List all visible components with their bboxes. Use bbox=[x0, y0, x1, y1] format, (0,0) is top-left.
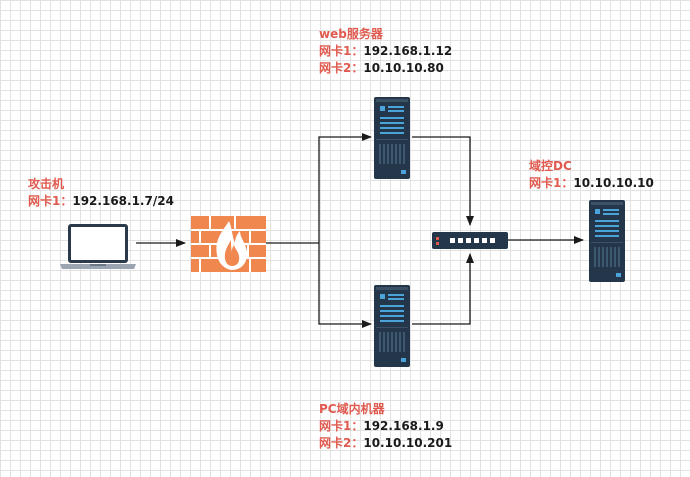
pc-server-nic1-label: 网卡1： bbox=[319, 419, 364, 433]
web-server-nic1-value: 192.168.1.12 bbox=[363, 44, 453, 58]
pc-server-title: PC域内机器 bbox=[319, 402, 385, 416]
pc-server-label: PC域内机器 网卡1：192.168.1.9 网卡2：10.10.10.201 bbox=[319, 401, 452, 452]
dc-server-icon bbox=[589, 200, 625, 282]
attacker-label: 攻击机 网卡1：192.168.1.7/24 bbox=[28, 176, 174, 210]
dc-label: 域控DC 网卡1：10.10.10.10 bbox=[529, 158, 654, 192]
web-server-label: web服务器 网卡1：192.168.1.12 网卡2：10.10.10.80 bbox=[319, 26, 452, 77]
network-switch-icon bbox=[432, 232, 508, 249]
web-server-icon bbox=[374, 97, 410, 179]
web-server-title: web服务器 bbox=[319, 27, 383, 41]
laptop-icon bbox=[60, 224, 136, 269]
connector-to-pc-server bbox=[318, 243, 372, 328]
attacker-nic1-value: 192.168.1.7/24 bbox=[72, 194, 174, 208]
pc-server-nic1-value: 192.168.1.9 bbox=[363, 419, 444, 433]
dc-nic1-value: 10.10.10.10 bbox=[573, 176, 654, 190]
connector-to-web-server bbox=[318, 133, 372, 243]
firewall-icon bbox=[191, 216, 266, 272]
web-server-nic2-label: 网卡2： bbox=[319, 61, 364, 75]
web-server-nic2-value: 10.10.10.80 bbox=[363, 61, 444, 75]
attacker-title: 攻击机 bbox=[28, 177, 65, 191]
dc-title: 域控DC bbox=[529, 159, 572, 173]
attacker-nic1-label: 网卡1： bbox=[28, 194, 73, 208]
pc-server-nic2-label: 网卡2： bbox=[319, 436, 364, 450]
web-server-nic1-label: 网卡1： bbox=[319, 44, 364, 58]
connector-pc-to-switch bbox=[412, 253, 474, 325]
connector-web-to-switch bbox=[412, 136, 474, 226]
pc-server-icon bbox=[374, 285, 410, 367]
pc-server-nic2-value: 10.10.10.201 bbox=[363, 436, 453, 450]
dc-nic1-label: 网卡1： bbox=[529, 176, 574, 190]
